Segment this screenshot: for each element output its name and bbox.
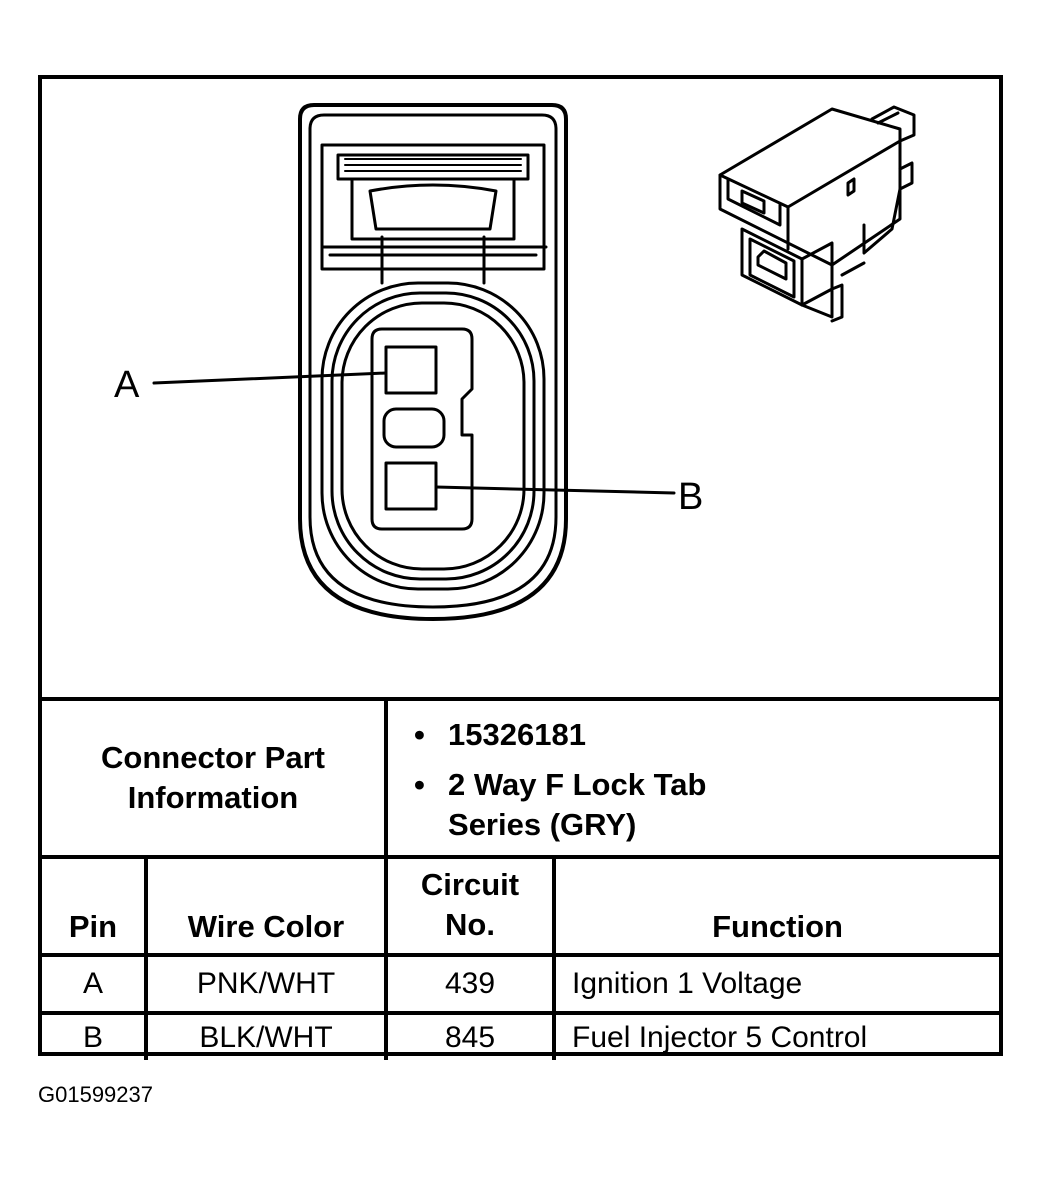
connector-series-line1: 2 Way F Lock Tab [448,767,707,802]
header-circuit-line1: Circuit [420,867,520,902]
connector-diagram: A B [114,103,916,621]
header-circuit-line2: No. [445,907,495,942]
connector-series-line2: Series (GRY) [448,807,637,842]
connector-info-table: Connector Part Information 15326181 2 Wa… [42,697,1000,1060]
row-a-wire-color: PNK/WHT [143,953,389,1015]
row-b-pin: B [42,1011,148,1060]
table-row: A PNK/WHT 439 Ignition 1 Voltage [42,953,1000,1015]
connector-part-label-line1: Connector Part [101,740,325,775]
row-a-function: Ignition 1 Voltage [552,953,1000,1015]
pin-a-leader [152,371,388,385]
row-b-circuit: 845 [384,1011,557,1060]
pin-b-cavity [384,461,438,511]
connector-frame: A B Connector Part Information 15326181 … [38,75,1003,1060]
header-wire-color: Wire Color [143,855,389,957]
row-b-wire-color: BLK/WHT [143,1011,389,1060]
part-number: 15326181 [448,717,586,752]
connector-part-details: 15326181 2 Way F Lock Tab Series (GRY) [384,697,1000,859]
figure-id: G01599237 [38,1082,153,1107]
connector-series-item: 2 Way F Lock Tab Series (GRY) [414,765,999,845]
table-row: B BLK/WHT 845 Fuel Injector 5 Control [42,1011,1000,1060]
pin-b-leader [434,485,676,495]
pin-a-label: A [114,364,140,406]
connector-part-label-line2: Information [127,780,299,815]
row-b-function: Fuel Injector 5 Control [552,1011,1000,1060]
row-a-circuit: 439 [384,953,557,1015]
header-pin: Pin [42,855,148,957]
header-function: Function [552,855,1000,957]
connector-part-label: Connector Part Information [42,697,389,859]
pin-b-label: B [678,476,703,518]
connector-isometric-view [718,105,916,323]
row-a-pin: A [42,953,148,1015]
header-circuit-no: Circuit No. [384,855,557,957]
pin-a-cavity [384,345,438,395]
connector-face [298,103,568,621]
connector-part-row: Connector Part Information 15326181 2 Wa… [42,697,1000,859]
part-number-item: 15326181 [414,715,999,755]
pin-table-header-row: Pin Wire Color Circuit No. Function [42,855,1000,957]
